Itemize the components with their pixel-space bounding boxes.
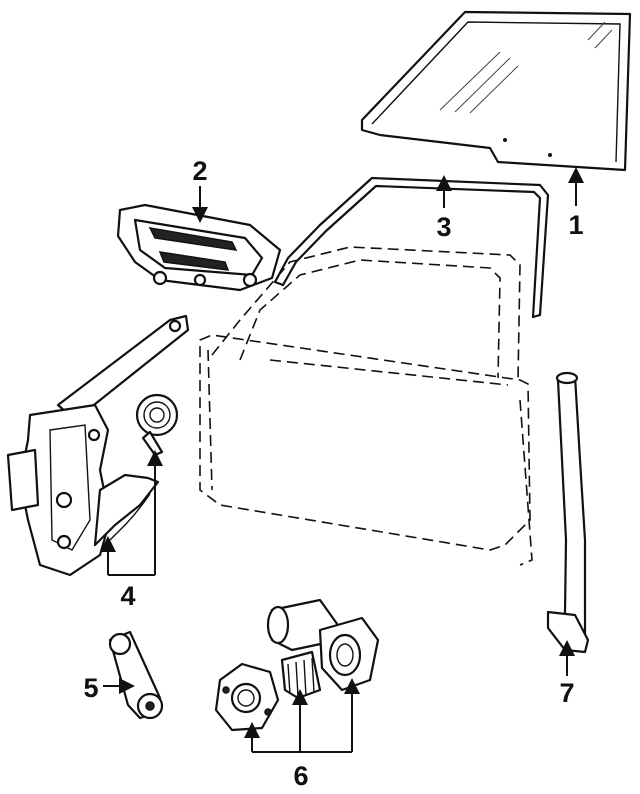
callout-5: 5	[83, 673, 98, 703]
callout-2: 2	[192, 156, 207, 186]
callout-1: 1	[568, 210, 583, 240]
part-run-channel	[273, 176, 550, 319]
door-outline	[199, 246, 533, 566]
callout-3: 3	[436, 212, 451, 242]
callout-7: 7	[559, 678, 574, 708]
leader-lines	[100, 167, 584, 753]
callout-4: 4	[120, 581, 135, 611]
callout-6: 6	[293, 761, 308, 791]
part-crank	[108, 630, 164, 720]
part-motor-assembly	[214, 598, 380, 732]
part-regulator	[6, 314, 190, 577]
part-guide-channel	[546, 371, 590, 654]
part-door-glass	[360, 10, 632, 172]
part-bracket	[116, 203, 282, 292]
